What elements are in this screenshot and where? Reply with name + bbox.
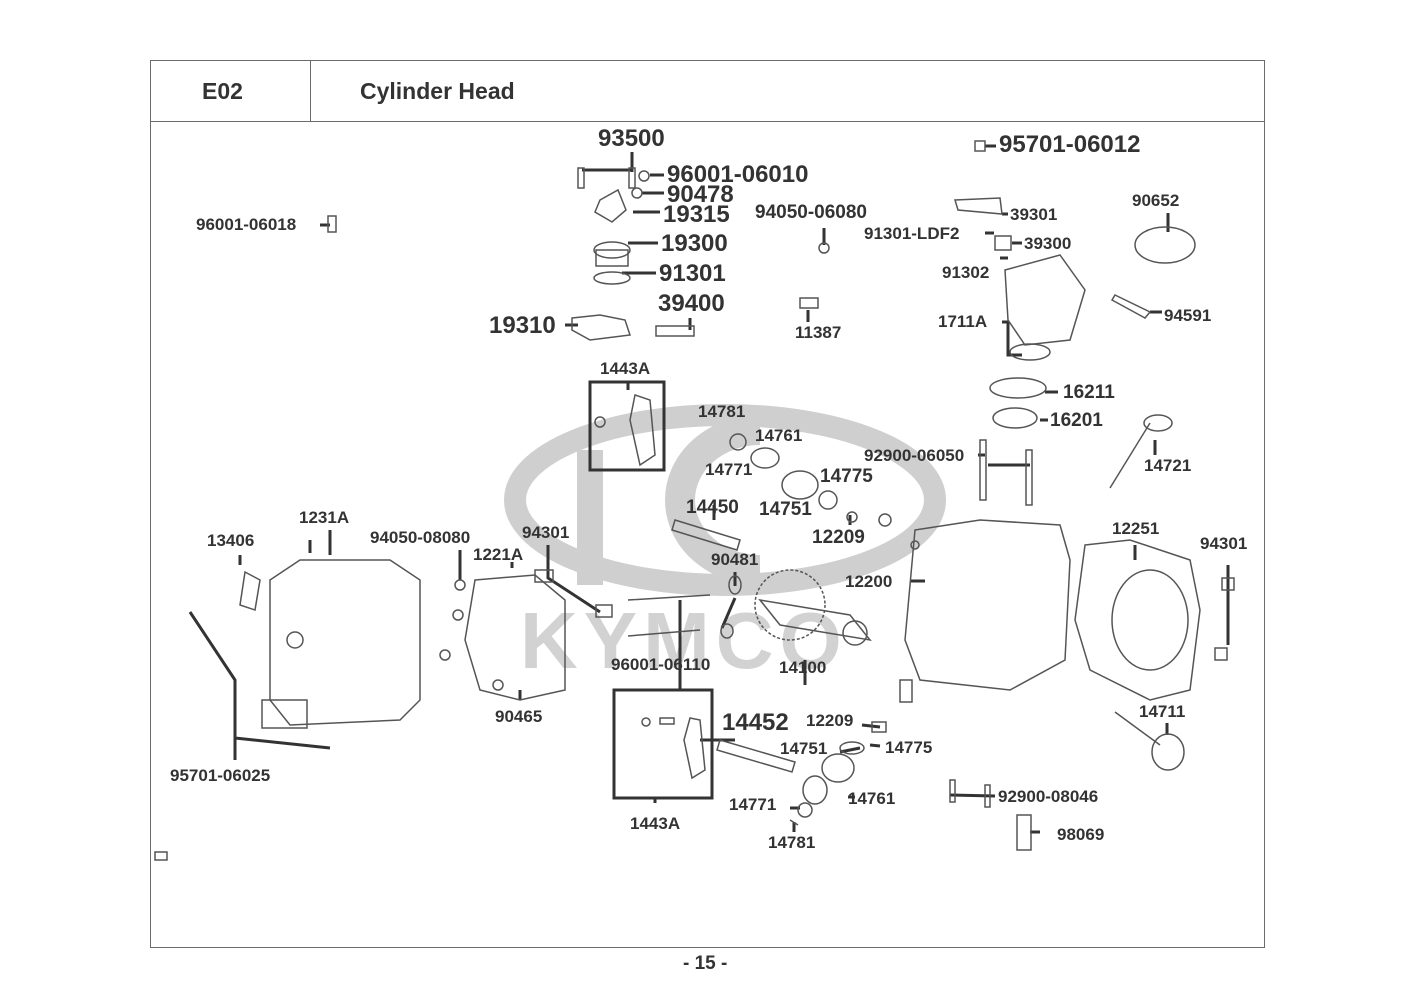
part-label: 1443A bbox=[600, 359, 651, 378]
part-label: 94050-06080 bbox=[755, 202, 867, 223]
part-label: 14781 bbox=[698, 402, 746, 421]
part-label: 14771 bbox=[705, 460, 753, 479]
part-label: 95701-06025 bbox=[170, 766, 271, 785]
part-drawings bbox=[154, 140, 1235, 861]
part-label: 92900-06050 bbox=[864, 446, 965, 465]
part-label: 91302 bbox=[942, 263, 990, 282]
part-label: 94301 bbox=[1200, 534, 1248, 553]
part-label: 14761 bbox=[755, 426, 803, 445]
part-label: 96001-06010 bbox=[667, 161, 809, 188]
part-label: 19300 bbox=[661, 230, 728, 257]
part-label: 96001-06018 bbox=[196, 215, 297, 234]
part-label: 13406 bbox=[207, 531, 255, 550]
part-label: 93500 bbox=[598, 125, 665, 152]
part-label: 90652 bbox=[1132, 191, 1180, 210]
part-label: 95701-06012 bbox=[999, 131, 1141, 158]
part-label: 1443A bbox=[630, 814, 681, 833]
diagram-frame bbox=[150, 121, 1265, 948]
part-label: 16201 bbox=[1050, 410, 1103, 431]
part-label: 1711A bbox=[938, 312, 988, 331]
part-label: 90481 bbox=[711, 550, 759, 569]
part-label: 16211 bbox=[1063, 382, 1115, 403]
section-title: Cylinder Head bbox=[360, 78, 515, 104]
part-label: 14761 bbox=[848, 789, 896, 808]
part-label: 14721 bbox=[1144, 456, 1192, 475]
part-label: 12209 bbox=[806, 711, 854, 730]
part-label: 98069 bbox=[1057, 825, 1105, 844]
part-label: 14452 bbox=[722, 709, 789, 736]
part-label: 19310 bbox=[489, 312, 556, 339]
part-label: 14771 bbox=[729, 795, 777, 814]
leader-lines bbox=[188, 144, 1230, 834]
part-label: 39400 bbox=[658, 290, 725, 317]
part-label: 39301 bbox=[1010, 205, 1058, 224]
part-label: 91301 bbox=[659, 260, 726, 287]
part-label: 19315 bbox=[663, 201, 730, 228]
part-label: 14450 bbox=[686, 497, 739, 518]
part-label: 39300 bbox=[1024, 234, 1072, 253]
kymco-watermark-logo bbox=[504, 404, 946, 596]
section-title-cell bbox=[310, 60, 1265, 122]
part-label: 11387 bbox=[795, 323, 842, 342]
part-label: 1231A bbox=[299, 508, 350, 527]
part-label: 94050-08080 bbox=[370, 528, 471, 547]
part-label: 14711 bbox=[1139, 702, 1186, 721]
part-label: 14775 bbox=[885, 738, 933, 757]
part-label: 94591 bbox=[1164, 306, 1212, 325]
part-label: 14751 bbox=[759, 499, 812, 520]
page-number: - 15 - bbox=[683, 953, 728, 974]
part-label: 91301-LDF2 bbox=[864, 224, 960, 243]
part-label: 96001-06110 bbox=[611, 655, 711, 674]
part-label: 90465 bbox=[495, 707, 543, 726]
section-code: E02 bbox=[202, 78, 243, 104]
part-label: 12251 bbox=[1112, 519, 1160, 538]
part-label: 14781 bbox=[768, 833, 816, 852]
part-label: 1221A bbox=[473, 545, 524, 564]
part-label: 12200 bbox=[845, 572, 893, 591]
part-label: 90478 bbox=[667, 181, 734, 208]
part-label: 14775 bbox=[820, 466, 873, 487]
part-label: 14100 bbox=[779, 658, 827, 677]
part-label: 92900-08046 bbox=[998, 787, 1099, 806]
part-label: 94301 bbox=[522, 523, 570, 542]
part-label: 14751 bbox=[780, 739, 828, 758]
part-label: 12209 bbox=[812, 527, 865, 548]
